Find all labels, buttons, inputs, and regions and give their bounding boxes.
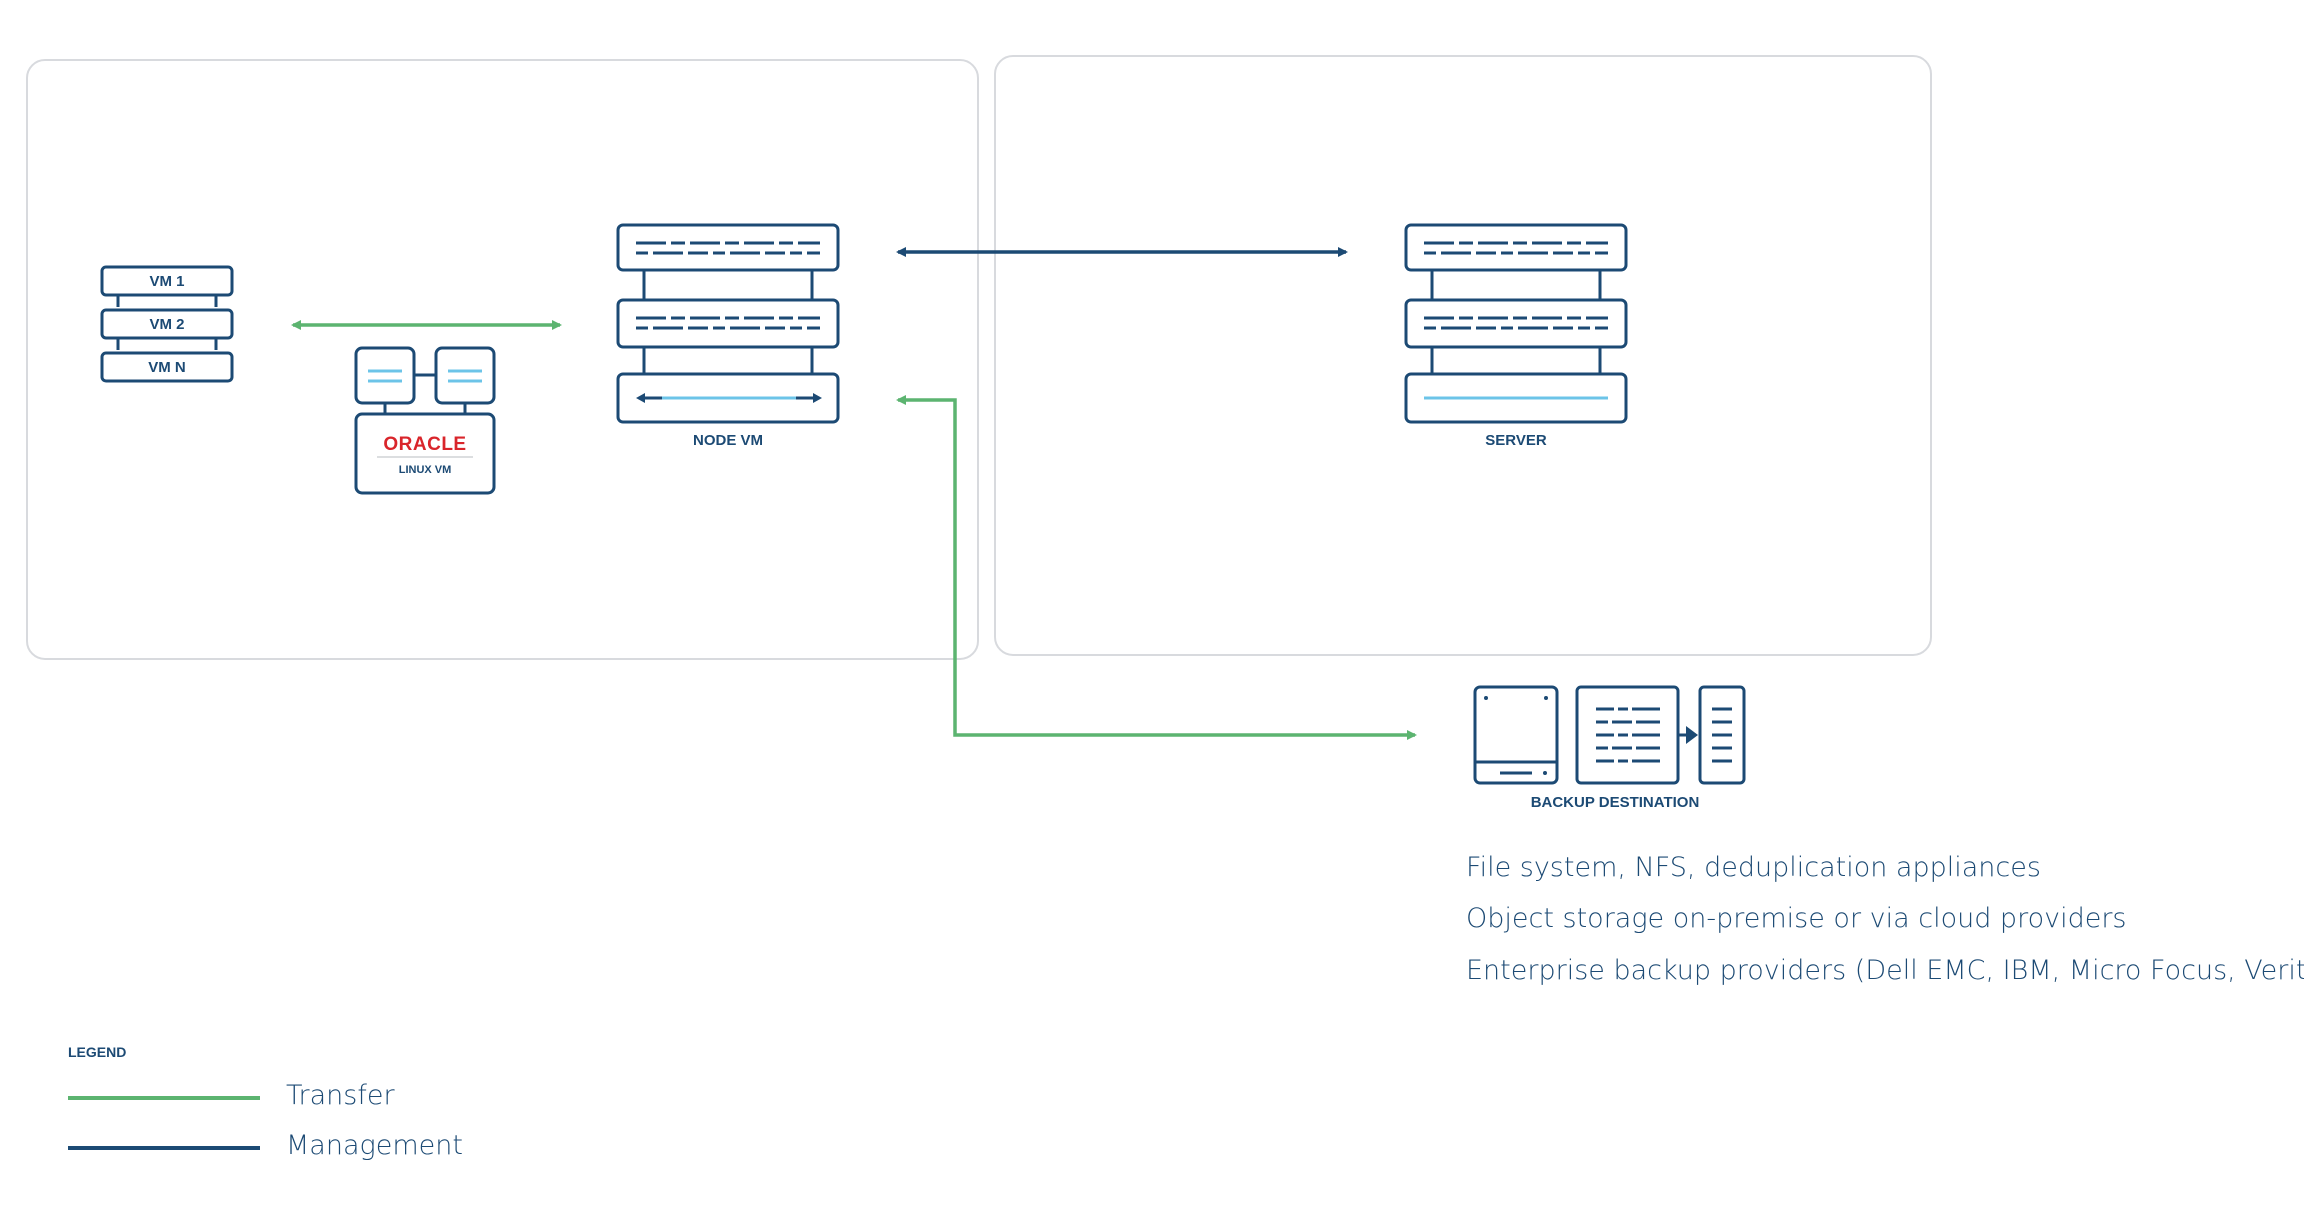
oracle-linux-vm-label: LINUX VM <box>399 464 452 476</box>
vm-stack: VM 1 VM 2 VM N <box>100 265 234 383</box>
transfer-arrow-icon <box>1678 726 1698 744</box>
oracle-linux-vm: ORACLE LINUX VM <box>354 346 496 495</box>
dedup-appliance-icon <box>1575 685 1680 785</box>
server-environment-panel <box>994 55 1932 656</box>
node-vm: NODE VM <box>616 223 840 449</box>
vm-label: VM 2 <box>149 316 184 333</box>
server-label: SERVER <box>1485 432 1547 449</box>
legend-management-label: Management <box>286 1130 463 1161</box>
backup-option-filesystem: File system, NFS, deduplication applianc… <box>1466 852 2041 883</box>
storage-unit-icon <box>1698 685 1746 785</box>
backup-destination-label: BACKUP DESTINATION <box>1531 794 1700 811</box>
legend-management-swatch <box>68 1146 260 1150</box>
disk-drive-icon <box>1473 685 1559 785</box>
legend-title: LEGEND <box>68 1044 127 1060</box>
server: SERVER <box>1404 223 1628 449</box>
vm-box <box>100 265 234 297</box>
legend-transfer-swatch <box>68 1096 260 1100</box>
vm-label: VM 1 <box>149 273 184 290</box>
backup-option-object-storage: Object storage on-premise or via cloud p… <box>1466 903 2127 934</box>
node-vm-label: NODE VM <box>693 432 763 449</box>
backup-destination: BACKUP DESTINATION <box>1473 685 1746 811</box>
vm-label: VM N <box>148 359 186 376</box>
vm-box <box>100 308 234 340</box>
transfer-arrow-node-to-backup <box>896 395 1417 740</box>
source-environment-panel <box>26 59 979 660</box>
oracle-logo: ORACLE <box>383 434 466 455</box>
backup-option-enterprise: Enterprise backup providers (Dell EMC, I… <box>1466 955 2304 986</box>
legend-transfer-label: Transfer <box>286 1080 395 1111</box>
vm-box <box>100 351 234 383</box>
